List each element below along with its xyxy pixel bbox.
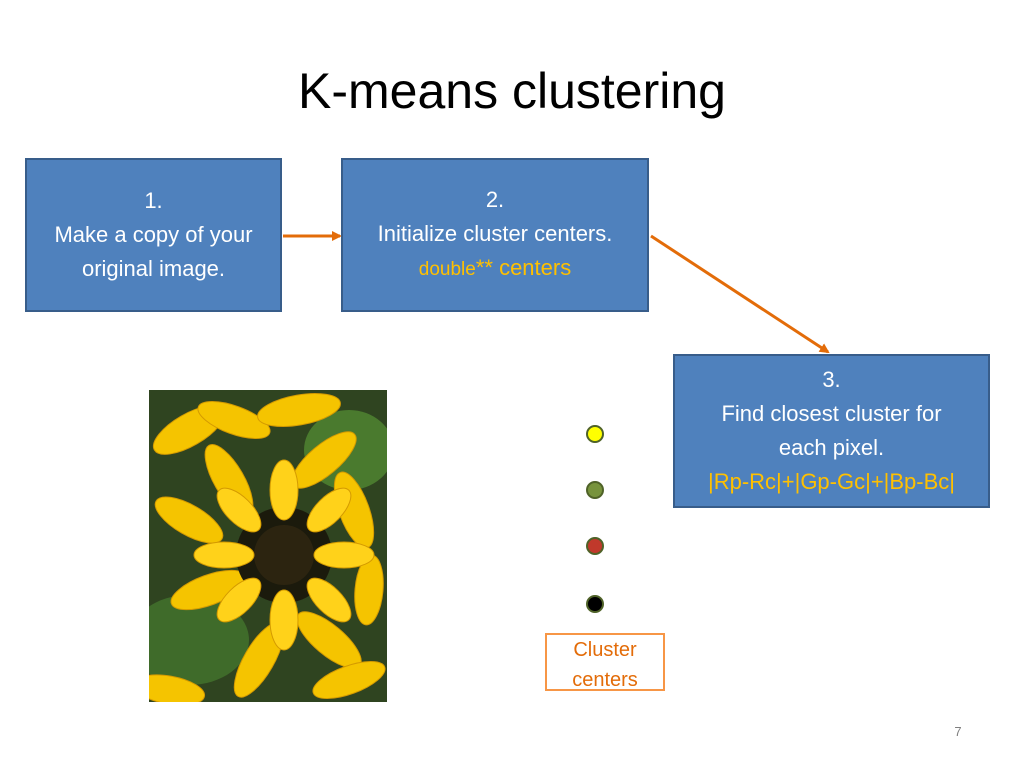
cluster-center-dot: [586, 537, 604, 555]
sunflower-photo: [149, 390, 387, 702]
step-2-number: 2.: [485, 187, 505, 212]
step-3-line-2: each pixel.: [778, 435, 885, 460]
step-3-box: 3. Find closest cluster for each pixel. …: [673, 354, 990, 508]
step-1-box: 1. Make a copy of your original image.: [25, 158, 282, 312]
step-2-code: double** centers: [419, 251, 571, 287]
step-3-formula: |Rp-Rc|+|Gp-Gc|+|Bp-Bc|: [707, 469, 956, 494]
slide-title: K-means clustering: [298, 63, 726, 119]
cluster-label-line-1: Cluster: [573, 639, 637, 661]
page-number: 7: [954, 724, 962, 739]
cluster-center-dot: [586, 481, 604, 499]
cluster-center-dot: [586, 595, 604, 613]
step-1-line-2: original image.: [81, 256, 226, 281]
step-2-line-1: Initialize cluster centers.: [377, 221, 613, 246]
step-2-code-type: double: [418, 259, 476, 280]
cluster-label-line-2: centers: [572, 669, 638, 691]
cluster-centers-label: Cluster centers: [545, 633, 665, 691]
step-3-line-1: Find closest cluster for: [721, 401, 942, 426]
step-2-box: 2. Initialize cluster centers. double** …: [341, 158, 649, 312]
cluster-center-dot: [586, 425, 604, 443]
step-1-number: 1.: [144, 188, 163, 213]
sunflower-icon: [149, 390, 387, 702]
step-2-code-rest: ** centers: [475, 255, 572, 280]
arrow-step2-to-step3: [650, 234, 830, 354]
step-1-line-1: Make a copy of your: [54, 222, 253, 247]
step-3-number: 3.: [822, 367, 841, 392]
